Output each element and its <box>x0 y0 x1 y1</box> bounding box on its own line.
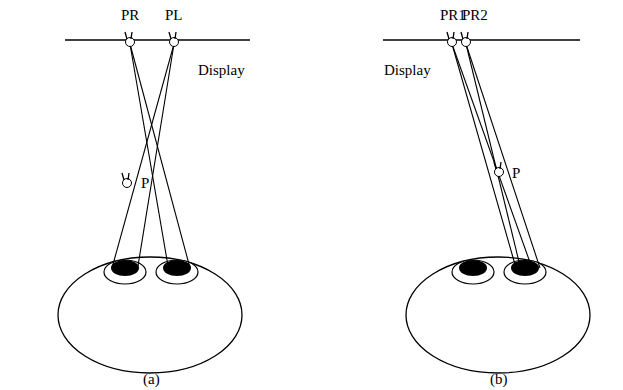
display-point-icon <box>461 32 471 47</box>
sight-line <box>452 44 532 268</box>
panel-caption: (b) <box>490 372 508 387</box>
head-outline <box>406 257 590 373</box>
display-point-icon <box>447 32 457 47</box>
eye-white <box>156 260 198 284</box>
display-label: Display <box>198 63 245 78</box>
display-point-icon <box>125 32 135 47</box>
sight-line <box>466 44 520 266</box>
head-outline <box>58 257 242 373</box>
eye-pupil <box>111 260 139 276</box>
eye-white <box>452 260 494 284</box>
eye-pupil <box>511 260 539 276</box>
point-label: PR2 <box>462 8 488 23</box>
sight-line <box>112 44 174 268</box>
point-label: P <box>141 176 149 191</box>
sight-line <box>138 44 174 266</box>
panel-caption: (a) <box>143 372 160 387</box>
point-label: P <box>512 166 520 181</box>
display-line <box>383 39 580 40</box>
sight-line <box>130 44 190 268</box>
perceived-point-icon <box>494 162 504 177</box>
point-label: PR <box>121 8 139 23</box>
sight-line <box>452 44 516 268</box>
display-line <box>65 39 250 40</box>
sight-line <box>466 44 540 268</box>
eye-pupil <box>459 260 487 276</box>
sight-line <box>130 44 168 266</box>
display-point-icon <box>169 32 179 47</box>
perceived-point-icon <box>122 173 132 188</box>
eye-white <box>504 260 546 284</box>
point-label: PR1 <box>440 8 466 23</box>
point-label: PL <box>165 8 183 23</box>
eye-white <box>104 260 146 284</box>
display-label: Display <box>384 63 431 78</box>
